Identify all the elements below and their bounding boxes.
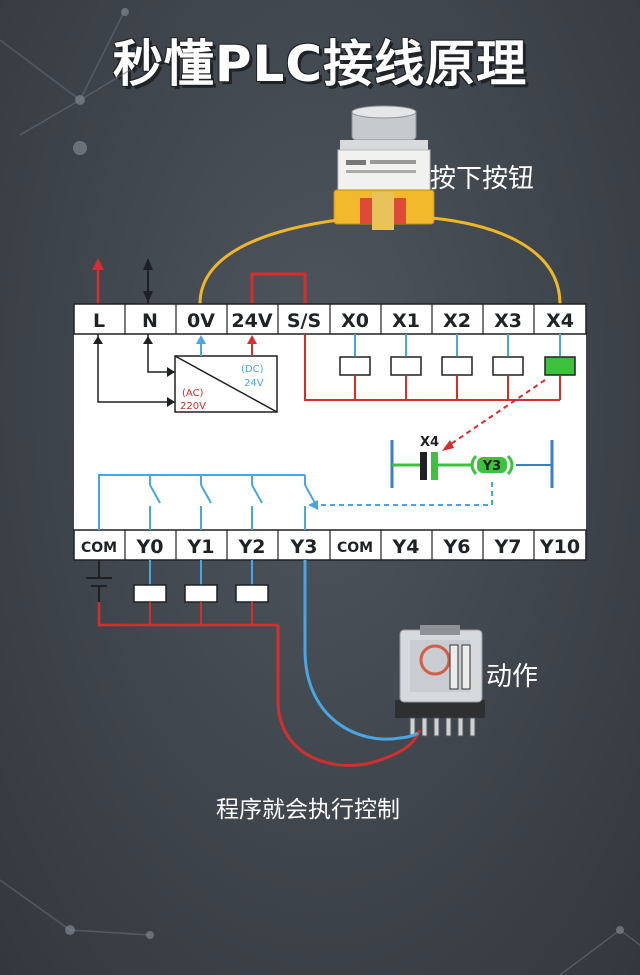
top-terminal: 0V xyxy=(187,310,215,332)
output-loads xyxy=(86,560,422,767)
top-terminal: X4 xyxy=(546,310,574,332)
bottom-terminal-strip: COM Y0 Y1 Y2 Y3 COM Y4 Y6 Y7 Y10 xyxy=(73,529,587,561)
top-terminal: X3 xyxy=(494,310,522,332)
jumper-24v-ss xyxy=(250,272,307,304)
relay-icon xyxy=(395,625,485,737)
ladder-rung: X4 Y3 xyxy=(390,435,554,488)
power-converter: (DC) 24V (AC) 220V xyxy=(174,355,278,413)
relay-caption: 动作 xyxy=(486,662,539,692)
top-terminal: X1 xyxy=(392,310,420,332)
bottom-terminal: COM xyxy=(337,540,373,556)
bottom-terminal: Y6 xyxy=(443,536,471,558)
push-button-icon xyxy=(333,105,435,230)
dc-value: 24V xyxy=(244,378,264,389)
background-network xyxy=(0,9,640,975)
bottom-terminal: Y10 xyxy=(539,536,580,558)
page-title: 秒懂PLC接线原理 xyxy=(112,35,528,93)
ladder-coil-label: Y3 xyxy=(482,459,501,474)
top-terminal: S/S xyxy=(287,310,321,332)
bottom-terminal: Y2 xyxy=(238,536,266,558)
output-contacts xyxy=(98,474,316,530)
top-terminal-strip: L N 0V 24V S/S X0 X1 X2 X3 X4 xyxy=(73,303,587,335)
bottom-caption: 程序就会执行控制 xyxy=(216,797,400,823)
bottom-terminal: Y3 xyxy=(290,536,318,558)
ladder-contact-label: X4 xyxy=(420,435,439,450)
top-terminal: X0 xyxy=(341,310,369,332)
top-terminal: 24V xyxy=(231,310,272,332)
bottom-terminal: Y7 xyxy=(494,536,522,558)
bottom-terminal: Y1 xyxy=(187,536,215,558)
ac-label: (AC) xyxy=(182,388,204,399)
top-terminal: L xyxy=(93,310,105,332)
bottom-terminal: COM xyxy=(81,540,117,556)
input-circuits xyxy=(304,334,576,401)
power-input-arrows xyxy=(92,258,153,304)
button-caption: 按下按钮 xyxy=(430,164,535,194)
bottom-terminal: Y4 xyxy=(392,536,420,558)
button-wire-left xyxy=(198,218,339,305)
top-terminal: N xyxy=(142,310,158,332)
bottom-terminal: Y0 xyxy=(136,536,164,558)
top-terminal: X2 xyxy=(443,310,471,332)
dc-label: (DC) xyxy=(241,364,264,375)
x4-input-active xyxy=(544,356,576,376)
ac-value: 220V xyxy=(180,401,206,412)
button-wire-right xyxy=(431,216,562,305)
plc-body xyxy=(74,304,586,560)
